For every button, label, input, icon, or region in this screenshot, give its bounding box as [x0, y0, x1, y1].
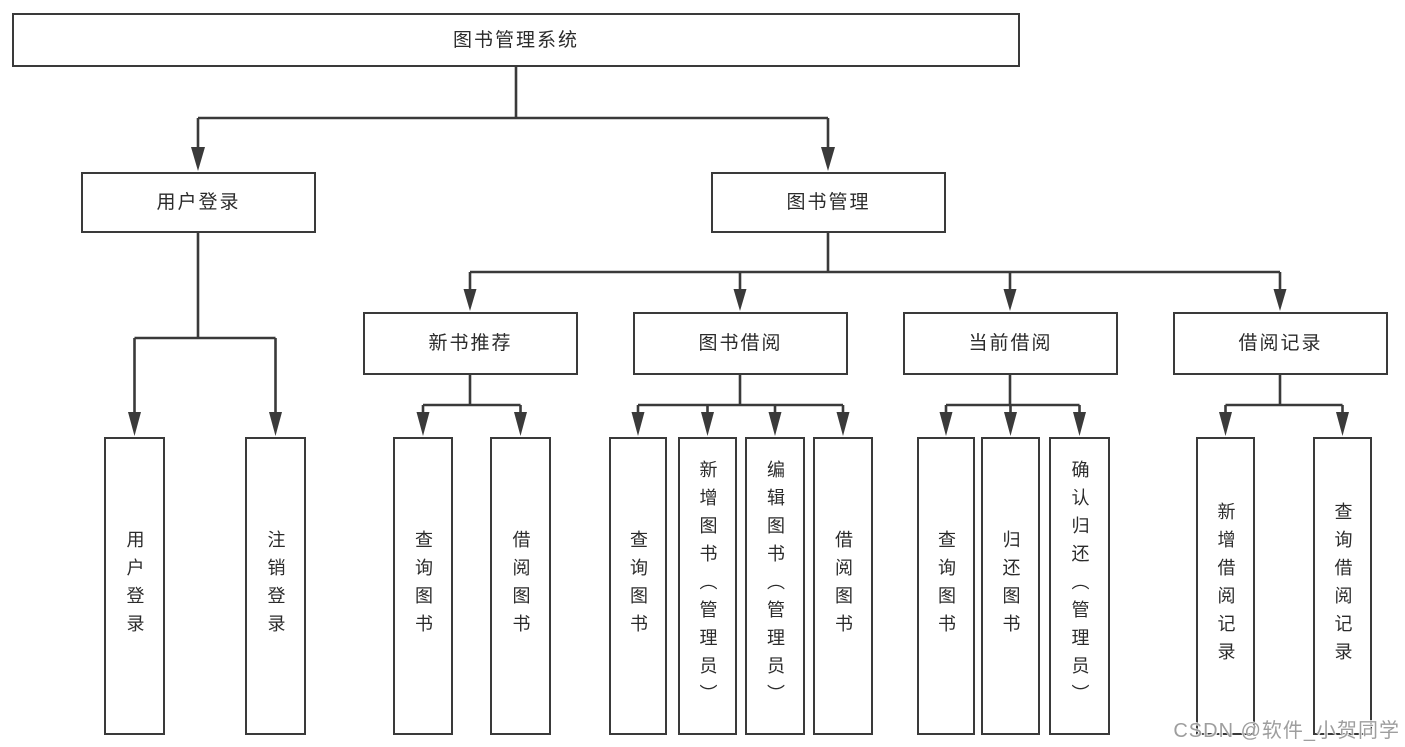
leaf-current-query-books: 查询图书 — [917, 437, 975, 735]
leaf-newbooks-query-books-label: 查询图书 — [413, 530, 433, 642]
arrow-down-icon — [416, 412, 430, 436]
csdn-watermark: CSDN @软件_小贺同学 — [1173, 720, 1400, 742]
leaf-records-add-borrow-record: 新增借阅记录 — [1196, 437, 1255, 735]
leaf-borrowing-add-books-admin: 新增图书（管理员） — [678, 437, 737, 735]
node-borrow-records-label: 借阅记录 — [1238, 333, 1323, 354]
leaf-newbooks-query-books: 查询图书 — [393, 437, 453, 735]
connector-book-borrow-to-leaves — [631, 375, 850, 436]
node-current-borrowing-label: 当前借阅 — [968, 333, 1053, 354]
leaf-records-add-borrow-record-label: 新增借阅记录 — [1215, 502, 1236, 670]
leaf-records-query-borrow-record: 查询借阅记录 — [1313, 437, 1372, 735]
arrow-down-icon — [269, 412, 282, 436]
node-book-borrowing-label: 图书借阅 — [698, 333, 783, 354]
arrow-down-icon — [191, 147, 205, 171]
node-new-book-recommendation-label: 新书推荐 — [428, 333, 513, 354]
connector-root-to-level2 — [191, 67, 835, 171]
arrow-down-icon — [939, 412, 953, 436]
arrow-down-icon — [1219, 412, 1232, 436]
leaf-current-confirm-return-admin-label: 确认归还（管理员） — [1069, 460, 1090, 712]
arrow-down-icon — [1073, 412, 1086, 436]
connector-book-mgmt-to-level3 — [463, 233, 1287, 311]
arrow-down-icon — [821, 147, 835, 171]
leaf-borrowing-query-books: 查询图书 — [609, 437, 667, 735]
leaf-borrowing-borrow-books: 借阅图书 — [813, 437, 873, 735]
leaf-current-return-books: 归还图书 — [981, 437, 1040, 735]
node-book-borrowing: 图书借阅 — [633, 312, 848, 375]
arrow-down-icon — [631, 412, 645, 436]
leaf-user-login-label: 用户登录 — [124, 530, 145, 642]
leaf-current-return-books-label: 归还图书 — [1000, 530, 1021, 642]
arrow-down-icon — [128, 412, 141, 436]
arrow-down-icon — [1004, 412, 1017, 436]
leaf-user-login: 用户登录 — [104, 437, 165, 735]
node-book-management-label: 图书管理 — [786, 192, 871, 213]
node-current-borrowing: 当前借阅 — [903, 312, 1118, 375]
arrow-down-icon — [514, 412, 527, 436]
leaf-newbooks-borrow-books-label: 借阅图书 — [510, 530, 531, 642]
node-borrow-records: 借阅记录 — [1173, 312, 1388, 375]
node-new-book-recommendation: 新书推荐 — [363, 312, 578, 375]
arrow-down-icon — [1336, 412, 1349, 436]
leaf-newbooks-borrow-books: 借阅图书 — [490, 437, 551, 735]
arrow-down-icon — [463, 289, 477, 311]
arrow-down-icon — [701, 412, 714, 436]
arrow-down-icon — [1273, 289, 1287, 311]
leaf-current-query-books-label: 查询图书 — [936, 530, 956, 642]
leaf-logout-label: 注销登录 — [265, 530, 286, 642]
connector-user-login-to-leaves — [128, 233, 282, 436]
leaf-borrowing-edit-books-admin: 编辑图书（管理员） — [745, 437, 805, 735]
arrow-down-icon — [733, 289, 747, 311]
leaf-borrowing-borrow-books-label: 借阅图书 — [833, 530, 853, 642]
leaf-borrowing-add-books-admin-label: 新增图书（管理员） — [697, 460, 718, 712]
arrow-down-icon — [836, 412, 850, 436]
node-root-system: 图书管理系统 — [12, 13, 1020, 67]
connector-new-books-to-leaves — [416, 375, 527, 436]
node-user-login: 用户登录 — [81, 172, 316, 233]
connector-current-borrow-to-leaves — [939, 375, 1086, 436]
node-root-label: 图书管理系统 — [452, 29, 579, 51]
arrow-down-icon — [1003, 289, 1017, 311]
node-book-management: 图书管理 — [711, 172, 946, 233]
leaf-records-query-borrow-record-label: 查询借阅记录 — [1332, 502, 1353, 670]
arrow-down-icon — [768, 412, 782, 436]
leaf-logout: 注销登录 — [245, 437, 306, 735]
leaf-current-confirm-return-admin: 确认归还（管理员） — [1049, 437, 1110, 735]
leaf-borrowing-edit-books-admin-label: 编辑图书（管理员） — [765, 460, 785, 712]
leaf-borrowing-query-books-label: 查询图书 — [628, 530, 648, 642]
connector-records-to-leaves — [1219, 375, 1349, 436]
node-user-login-label: 用户登录 — [156, 192, 241, 213]
